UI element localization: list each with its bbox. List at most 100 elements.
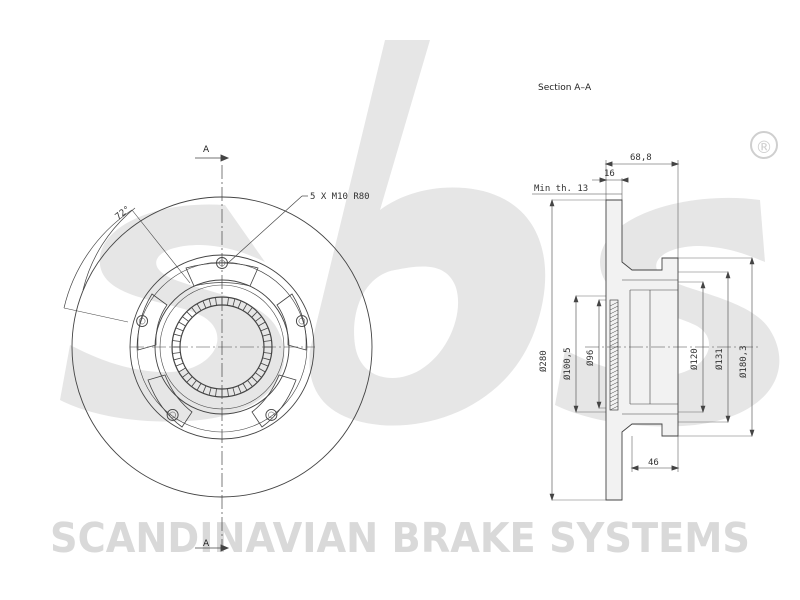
abs-tooth (247, 307, 253, 314)
dim-overall-depth (604, 161, 680, 167)
bolt-hole (136, 315, 149, 327)
hatch-line (609, 389, 619, 395)
arrowhead (725, 271, 731, 279)
dim-min-thickness-text: Min th. 13 (534, 184, 588, 194)
abs-tooth (215, 388, 217, 397)
hatch-line (609, 317, 619, 323)
hatch-line (609, 305, 619, 311)
hatch-line (609, 321, 619, 327)
abs-tooth (251, 311, 258, 318)
abs-tooth (173, 333, 182, 337)
abs-tooth (227, 388, 229, 397)
bolt-hole (265, 409, 278, 421)
dim-d96-text: Ø96 (585, 350, 596, 366)
section-title: Section A–A (538, 83, 592, 93)
section-marker-top: A (203, 145, 210, 155)
hatch-line (609, 365, 619, 371)
abs-tooth (215, 297, 217, 306)
arrowhead (573, 295, 579, 303)
abs-tooth (262, 333, 271, 337)
hatch-line (609, 325, 619, 331)
angle-dimension-arc (63, 209, 133, 309)
hatch-line (609, 349, 619, 355)
abs-tooth (202, 300, 207, 309)
abs-tooth (196, 303, 202, 311)
hatch-line (609, 369, 619, 375)
dim-d280-text: Ø280 (538, 350, 549, 372)
arrowhead (549, 199, 555, 207)
abs-tooth (182, 372, 189, 378)
abs-tooth (208, 387, 212, 396)
arrowhead (700, 281, 706, 289)
hatch-line (609, 309, 619, 315)
abs-tooth (172, 340, 181, 342)
abs-tooth (242, 383, 248, 391)
abs-tooth (191, 307, 197, 314)
abs-tooth (260, 327, 269, 332)
abs-tooth (191, 380, 197, 387)
arrowhead (725, 415, 731, 423)
hatch-line (609, 341, 619, 347)
arrowhead (549, 493, 555, 501)
hatch-line (609, 313, 619, 319)
abs-ring-teeth (172, 297, 272, 397)
bolt-hole-thread (138, 317, 146, 325)
dim-overall-depth-text: 68,8 (630, 153, 652, 163)
abs-tooth (172, 352, 181, 354)
abs-ring-section (609, 299, 619, 411)
abs-tooth (260, 362, 269, 367)
abs-tooth (242, 303, 248, 311)
bolt-hole (166, 409, 179, 421)
arrowhead (700, 405, 706, 413)
bolt-callout-leader (227, 195, 303, 264)
abs-tooth (175, 362, 184, 367)
angle-label: 72° (114, 204, 133, 222)
abs-tooth (251, 376, 258, 383)
hatch-line (609, 393, 619, 399)
abs-tooth (178, 321, 186, 327)
dim-thickness (592, 177, 629, 183)
bolt-hole (295, 315, 308, 327)
hatch-line (609, 337, 619, 343)
dim-thickness-text: 16 (604, 169, 615, 179)
abs-tooth (255, 316, 262, 322)
hatch-line (609, 301, 619, 307)
hatch-line (609, 401, 619, 407)
abs-tooth (196, 383, 202, 391)
abs-tooth (258, 321, 266, 327)
hatch-line (609, 405, 619, 411)
hatch-line (609, 353, 619, 359)
abs-tooth (186, 311, 193, 318)
hatch-line (609, 373, 619, 379)
brand-name: SCANDINAVIAN BRAKE SYSTEMS (50, 514, 750, 562)
dim-d120-text: Ø120 (689, 348, 700, 370)
section-arrow-top (195, 154, 230, 162)
abs-tooth (232, 298, 236, 307)
hatch-line (609, 385, 619, 391)
abs-tooth (262, 357, 271, 361)
section-marker-bottom: A (203, 539, 210, 549)
abs-tooth (263, 340, 272, 342)
bolt-hole-thread (298, 317, 306, 325)
abs-tooth (173, 357, 182, 361)
section-arrow-bottom (195, 544, 230, 552)
abs-tooth (237, 385, 242, 394)
hatch-line (609, 345, 619, 351)
abs-tooth (263, 352, 272, 354)
bolt-holes (136, 257, 308, 421)
hatch-line (609, 377, 619, 383)
registered-mark: ® (750, 131, 778, 159)
hatch-line (609, 361, 619, 367)
abs-tooth (255, 372, 262, 378)
hatch-line (609, 357, 619, 363)
abs-tooth (227, 297, 229, 306)
abs-tooth (208, 298, 212, 307)
abs-tooth (232, 387, 236, 396)
arrowhead (573, 405, 579, 413)
front-view (63, 154, 373, 552)
dim-d100-5-text: Ø100,5 (562, 347, 573, 380)
dim-hub-depth-text: 46 (648, 458, 659, 468)
abs-tooth (175, 327, 184, 332)
dim-hub-depth (630, 465, 680, 471)
